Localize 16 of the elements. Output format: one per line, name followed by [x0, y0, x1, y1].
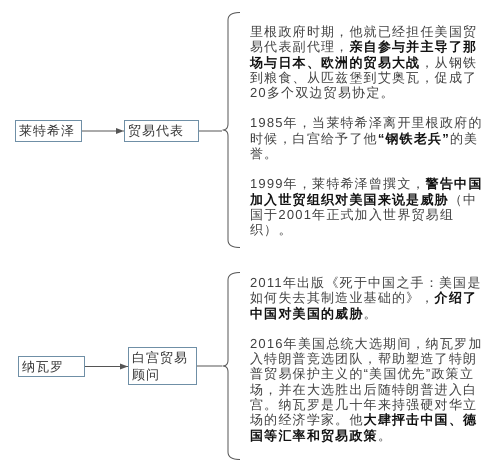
connector-line [198, 130, 222, 132]
node-text: 纳瓦罗 [22, 358, 65, 375]
process-box [124, 120, 199, 142]
arrow [82, 128, 124, 134]
process-box [15, 120, 82, 142]
node-text: 白宫贸易顾问 [132, 349, 189, 383]
node-text: 莱特希泽 [19, 122, 76, 139]
process-box [18, 356, 85, 377]
paragraph: 1985年，当莱特希泽离开里根政府的时候，白宫给予了他“钢铁老兵”的美誉。 [250, 115, 484, 162]
node-text: 贸易代表 [128, 122, 185, 139]
arrow [84, 364, 128, 370]
paragraph: 里根政府时期，他就已经担任美国贸易代表副代理，亲自参与并主导了那场与日本、欧洲的贸易大战，从钢铁到粮食、从匹兹堡到艾奥瓦，促成了20多个双边贸易协定。 [250, 24, 478, 100]
process-box [128, 347, 197, 385]
paragraph: 1999年，莱特希泽曾撰文，警告中国加入世贸组织对美国来说是威胁（中国于2001年正式加入世界贸易组织）。 [250, 176, 484, 238]
paragraph: 2011年出版《死于中国之手：美国是如何失去其制造业基础的》，介绍了中国对美国的威胁。 [250, 275, 483, 321]
paragraph: 2016年美国总统大选期间，纳瓦罗加入特朗普竞选团队，帮助塑造了特朗普贸易保护主义的“美国优先”政策立场，并在大选胜出后随特朗普进入白宫。纳瓦罗是几十年来持强硬对华立场的经济学家。他大肆抨击中国、德国等汇率和贸易政策。 [250, 336, 484, 443]
